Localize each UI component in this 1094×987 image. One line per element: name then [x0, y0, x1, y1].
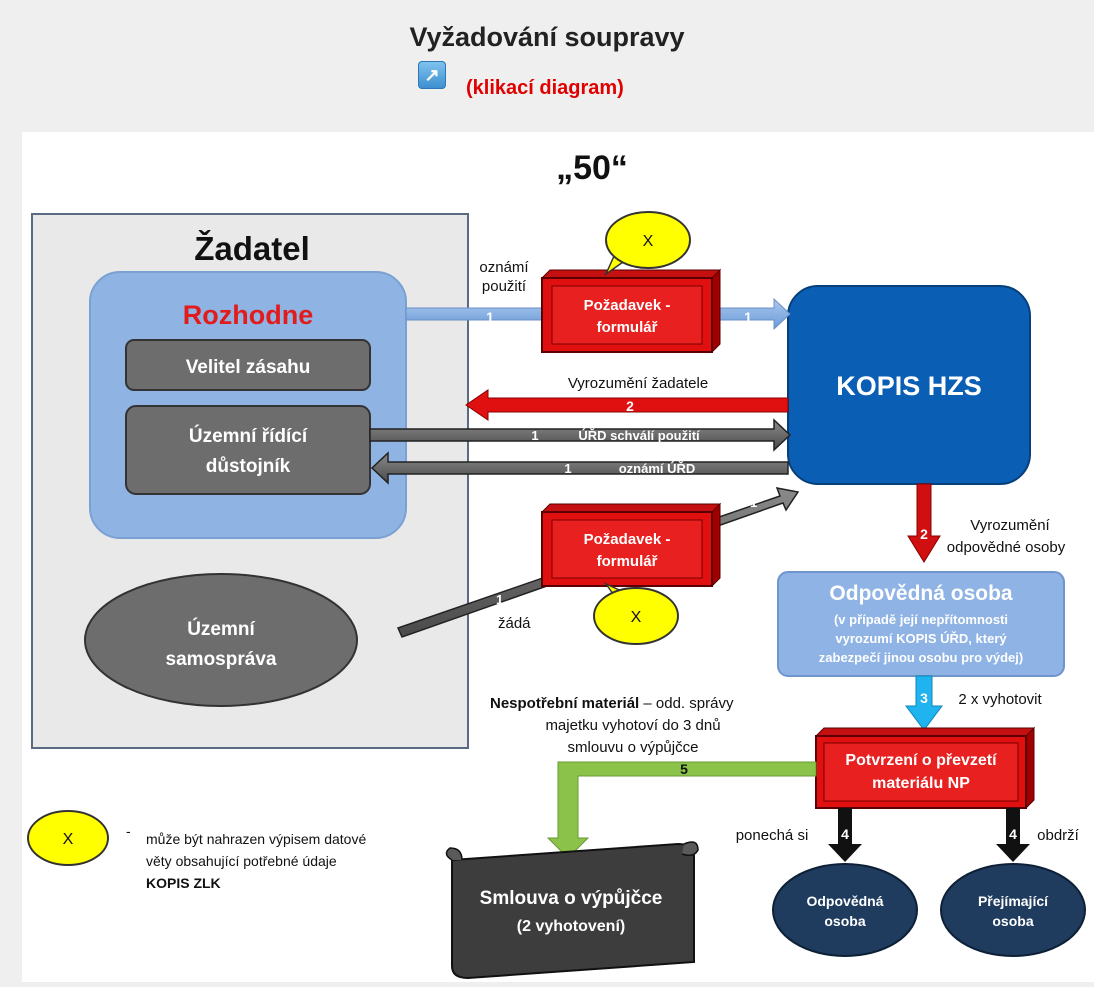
oval-odpovedna-osoba — [772, 863, 918, 957]
legend-line2: věty obsahující potřebné údaje — [146, 853, 337, 869]
legend-line1: může být nahrazen výpisem datové — [146, 831, 366, 847]
bubble-top-label: X — [643, 233, 654, 250]
obdrzi-label: obdrží — [1037, 827, 1080, 844]
oznami-label-line1: oznámí — [479, 259, 529, 276]
x-bubble-bottom: X — [593, 582, 679, 645]
vyrozumeni-odpovedne-line2: odpovědné osoby — [947, 539, 1066, 556]
legend-dash: - — [126, 823, 131, 839]
legend-line3: KOPIS ZLK — [146, 875, 221, 891]
pozadavek-bottom-line2: formulář — [597, 553, 658, 570]
nespotrebni-bold: Nespotřební materiál — [490, 695, 639, 712]
nespotrebni-rest: – odd. správy — [639, 695, 734, 712]
potvrzeni-prevzeti-box: Potvrzení o převzetí materiálu NP — [814, 726, 1036, 810]
zada-number-b: 1 — [750, 495, 757, 510]
page-title: Vyžadování soupravy — [409, 22, 685, 52]
urd-label-line1: Územní řídící — [189, 425, 308, 447]
arrow4b-number: 4 — [1009, 826, 1017, 842]
odpovedna-note-line2: vyrozumí KOPIS ÚŘD, který — [835, 631, 1007, 646]
smlouva-scroll: Smlouva o výpůjčce (2 vyhotovení) — [445, 841, 699, 980]
arrow2b-number: 2 — [920, 526, 928, 542]
arrow-oznami-urd — [370, 451, 789, 485]
odpovedna-note-line1: (v případě její nepřítomnosti — [834, 612, 1008, 627]
clickable-diagram-label[interactable]: (klikací diagram) — [466, 76, 624, 99]
arrow-obdrzi — [996, 808, 1030, 862]
oval-prejimajici-osoba — [940, 863, 1086, 957]
arrow-ponecha — [828, 808, 862, 862]
arrow5-number: 5 — [680, 761, 688, 777]
diagram-top-label: „50“ — [556, 149, 628, 187]
nespotrebni-line1: Nespotřební materiál – odd. správy — [490, 695, 734, 712]
urd-label-line2: důstojník — [206, 456, 291, 477]
urd-schvali-label: ÚŘD schválí použití — [578, 428, 700, 443]
potvrzeni-line1: Potvrzení o převzetí — [845, 752, 997, 769]
nespotrebni-line3: smlouvu o výpůjčce — [568, 739, 699, 756]
arrow2-number: 2 — [626, 398, 634, 414]
uzemni-ridici-dustojnik-box — [125, 405, 371, 495]
vyrozumeni-zadatele-label: Vyrozumění žadatele — [568, 375, 708, 392]
samosprava-label-line2: samospráva — [166, 649, 277, 670]
external-link-icon[interactable]: ↗ — [418, 61, 446, 89]
pozadavek-formular-bottom: Požadavek - formulář — [540, 502, 722, 588]
pozadavek-bottom-line1: Požadavek - — [584, 531, 671, 548]
kopis-hzs-label: KOPIS HZS — [836, 371, 982, 401]
oval-prejimajici-line2: osoba — [992, 913, 1033, 929]
dvakrat-label: 2 x vyhotovit — [958, 691, 1042, 708]
smlouva-line1: Smlouva o výpůjčce — [480, 888, 663, 909]
arrow4a-number: 4 — [841, 826, 849, 842]
oval-odpovedna-line2: osoba — [824, 913, 865, 929]
legend-x-label: X — [63, 831, 74, 848]
arrow-pozadavek-to-kopis — [711, 297, 791, 331]
arrow-vyrozumeni-odpovedne — [907, 483, 941, 563]
nespotrebni-line2: majetku vyhotoví do 3 dnů — [545, 717, 720, 734]
oval-prejimajici-line1: Přejímající — [978, 893, 1049, 909]
kopis-hzs-box — [787, 285, 1031, 485]
bubble-bottom-label: X — [631, 609, 642, 626]
smlouva-line2: (2 vyhotovení) — [517, 918, 625, 935]
workflow-diagram: „50“ Žadatel Rozhodne Velitel zásahu Úze… — [27, 149, 1086, 980]
velitel-zasahu-label: Velitel zásahu — [186, 357, 311, 378]
arrow-nespotrebni — [546, 761, 817, 859]
oznami-label-line2: použití — [482, 278, 527, 295]
samosprava-label-line1: Územní — [187, 618, 255, 640]
pozadavek-top-line1: Požadavek - — [584, 297, 671, 314]
oznami-urd-label: oznámí ÚŘD — [619, 461, 696, 476]
clickable-diagram-link[interactable]: ↗ (klikací diagram) — [418, 61, 624, 102]
uzemni-samosprava-ellipse — [84, 573, 358, 707]
arrow3-number: 3 — [920, 690, 928, 706]
vyrozumeni-odpovedne-line1: Vyrozumění — [970, 517, 1050, 534]
potvrzeni-line2: materiálu NP — [872, 775, 970, 792]
arrow-vyrozumeni-zadatele — [465, 389, 789, 421]
oval-odpovedna-line1: Odpovědná — [806, 893, 883, 909]
arrow-dvakrat-vyhotovit — [905, 675, 943, 731]
arrow1-number-a: 1 — [486, 309, 494, 325]
x-bubble-top: X — [604, 211, 691, 277]
arrow1-number-b: 1 — [744, 309, 752, 325]
pozadavek-top-line2: formulář — [597, 319, 658, 336]
zada-number: 1 — [496, 592, 503, 607]
zada-label: žádá — [498, 615, 531, 632]
odpovedna-note-line3: zabezpečí jinou osobu pro výdej) — [819, 650, 1023, 665]
legend-x-bubble — [27, 810, 109, 866]
zadatel-title: Žadatel — [194, 230, 310, 267]
diagram-canvas: „50“ Žadatel Rozhodne Velitel zásahu Úze… — [22, 132, 1094, 982]
arrow-urd-schvali — [369, 418, 792, 452]
ponecha-label: ponechá si — [736, 827, 809, 844]
rozhodne-label: Rozhodne — [183, 300, 313, 330]
urd-schvali-number: 1 — [531, 428, 538, 443]
odpovedna-title: Odpovědná osoba — [829, 582, 1013, 605]
velitel-zasahu-box — [125, 339, 371, 391]
pozadavek-formular-top: Požadavek - formulář — [540, 268, 722, 354]
oznami-urd-number: 1 — [564, 461, 571, 476]
